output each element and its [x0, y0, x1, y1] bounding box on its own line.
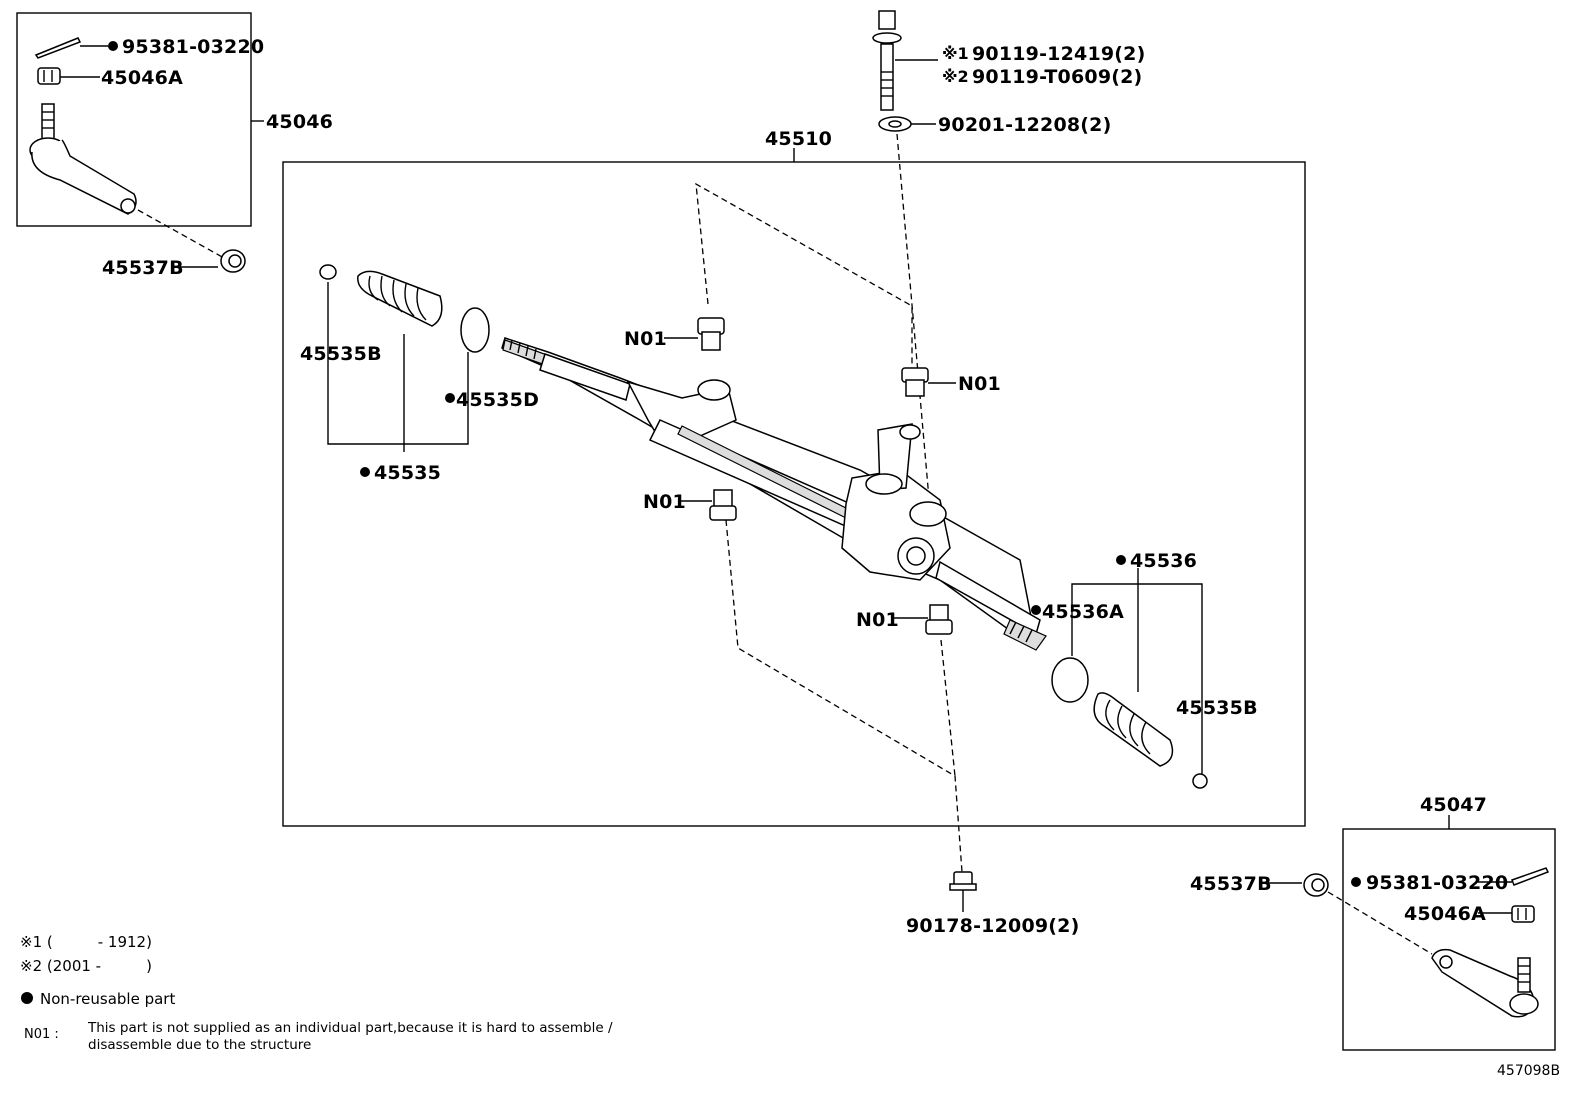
note-n01-key: N01 : — [24, 1027, 59, 1042]
n01-label-4[interactable]: N01 — [856, 609, 899, 631]
part-label-bolt2[interactable]: 90119-T0609(2) — [972, 66, 1142, 88]
part-label-45046A-top[interactable]: 45046A — [101, 67, 183, 89]
note-n01-line2: disassemble due to the structure — [88, 1037, 311, 1053]
note-2: ※2 (2001 - ) — [20, 957, 152, 975]
boot-right-icon — [1051, 657, 1208, 789]
part-label-45535B-left[interactable]: 45535B — [300, 343, 382, 365]
part-label-45535[interactable]: 45535 — [374, 462, 441, 484]
part-label-45510[interactable]: 45510 — [765, 128, 832, 150]
part-label-45046A-bottom[interactable]: 45046A — [1404, 903, 1486, 925]
n01-label-3[interactable]: N01 — [643, 491, 686, 513]
part-label-45537B-top[interactable]: 45537B — [102, 257, 184, 279]
bushing-n01-2-icon — [901, 367, 929, 397]
bushing-n01-4-icon — [925, 604, 953, 635]
note-n01-line1: This part is not supplied as an individu… — [87, 1020, 613, 1036]
cotter-pin-icon — [34, 37, 82, 59]
tie-rod-end-right-box — [1342, 828, 1556, 1051]
bolt1-mark: ※1 — [942, 44, 969, 63]
nut-45537B-bottom-icon — [1303, 873, 1329, 897]
part-label-45046[interactable]: 45046 — [266, 111, 333, 133]
n01-label-2[interactable]: N01 — [958, 373, 1001, 395]
part-label-washer[interactable]: 90201-12208(2) — [938, 114, 1111, 136]
part-label-45535D[interactable]: 45535D — [456, 389, 539, 411]
tie-rod-end-left-box — [16, 12, 252, 227]
note-nonreusable: Non-reusable part — [40, 990, 175, 1008]
tie-rod-end-left-icon — [29, 103, 137, 215]
cotter-pin-bottom-icon — [1511, 867, 1550, 886]
bushing-n01-1-icon — [697, 317, 725, 351]
nut-bottom-icon — [949, 871, 977, 891]
part-label-95381-top[interactable]: 95381-03220 — [122, 36, 264, 58]
bolt2-mark: ※2 — [942, 67, 969, 86]
steering-rack-icon — [501, 337, 1047, 651]
part-label-45536A[interactable]: 45536A — [1042, 601, 1124, 623]
bushing-n01-3-icon — [709, 489, 737, 521]
note-1: ※1 ( - 1912) — [20, 933, 152, 951]
nut-45537B-top-icon — [220, 249, 246, 273]
part-label-45535B-right[interactable]: 45535B — [1176, 697, 1258, 719]
part-label-45047[interactable]: 45047 — [1420, 794, 1487, 816]
castle-nut-icon — [37, 67, 61, 85]
n01-label-1[interactable]: N01 — [624, 328, 667, 350]
part-label-95381-bottom[interactable]: 95381-03220 — [1366, 872, 1508, 894]
part-label-bolt1[interactable]: 90119-12419(2) — [972, 43, 1145, 65]
part-label-nut-bottom[interactable]: 90178-12009(2) — [906, 915, 1079, 937]
tie-rod-end-right-icon — [1431, 948, 1539, 1018]
part-label-45537B-bottom[interactable]: 45537B — [1190, 873, 1272, 895]
boot-left-icon — [319, 264, 490, 353]
part-label-45536[interactable]: 45536 — [1130, 550, 1197, 572]
bolt-icon — [872, 10, 902, 111]
washer-icon — [878, 116, 912, 132]
castle-nut-bottom-icon — [1511, 905, 1535, 923]
diagram-id: 457098B — [1497, 1063, 1560, 1079]
